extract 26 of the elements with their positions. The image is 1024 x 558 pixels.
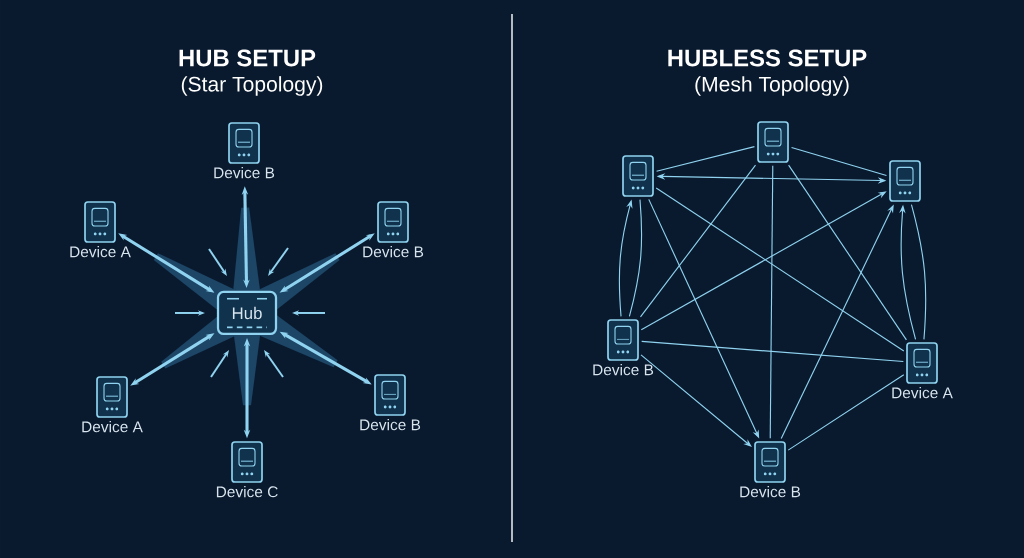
subheading: (Mesh Topology) (695, 76, 849, 96)
node-label: Device B (214, 166, 275, 179)
device-icon (757, 121, 789, 163)
device-icon (889, 160, 921, 202)
node-label: Device B (740, 485, 801, 498)
device-node: Device A (82, 376, 143, 433)
device-node: Device A (70, 201, 131, 258)
device-icon (622, 155, 654, 197)
heading: HUB SETUP (179, 49, 316, 67)
node-label: Device C (216, 485, 278, 498)
device-node: Device B (740, 441, 801, 498)
node-label: Device A (892, 386, 953, 399)
device-node: Device C (216, 441, 278, 498)
device-node: Device B (363, 201, 424, 258)
hub-box: Hub (216, 290, 278, 336)
node-label: Device B (363, 245, 424, 258)
heading: HUBLESS SETUP (668, 49, 867, 67)
node-label: Device B (593, 363, 654, 376)
node-label: Device B (360, 418, 421, 431)
device-node: Device A (892, 342, 953, 399)
device-node: Device B (593, 319, 654, 376)
node-label: Device A (82, 420, 143, 433)
node-label: Device A (70, 245, 131, 258)
subheading: (Star Topology) (181, 76, 323, 96)
device-node: Device B (214, 122, 275, 179)
device-node: Device B (360, 374, 421, 431)
